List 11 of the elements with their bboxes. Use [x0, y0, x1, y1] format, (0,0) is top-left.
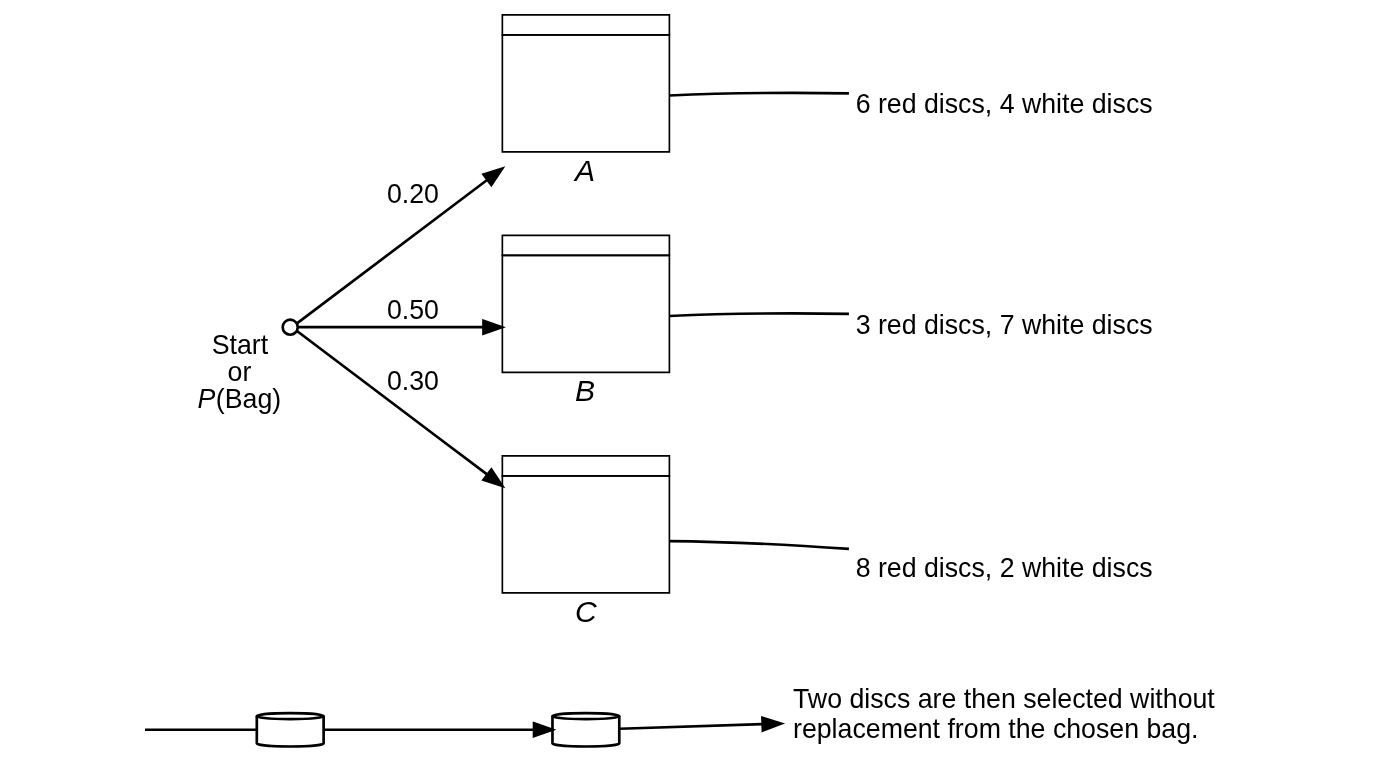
node-text: Two discs are then selected without replacement from the chosen bag.: [793, 683, 1215, 744]
edge-label: 0.30: [386, 366, 439, 397]
node-label: A: [575, 153, 596, 187]
node-text: 6 red discs, 4 white discs: [855, 89, 1153, 120]
edge-label: 0.20: [386, 179, 439, 210]
node-text: 8 red discs, 2 white discs: [855, 553, 1153, 584]
node-label: C: [575, 594, 597, 628]
node-label: Start or P(Bag): [197, 330, 282, 414]
node-text: 3 red discs, 7 white discs: [855, 309, 1153, 340]
node-label: B: [575, 374, 596, 408]
edge-label: 0.50: [386, 294, 439, 325]
